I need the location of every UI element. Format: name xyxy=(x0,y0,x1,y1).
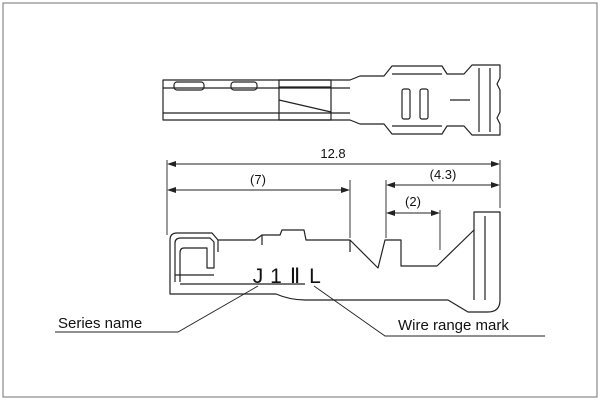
mark-char-2: 1 xyxy=(270,265,282,288)
dim-left: (7) xyxy=(250,172,266,187)
dimension-lines xyxy=(166,160,501,250)
mark-char-4: L xyxy=(309,265,321,288)
side-view xyxy=(169,211,501,313)
top-view xyxy=(162,64,501,136)
dim-inner: (2) xyxy=(405,194,421,209)
dim-right: (4.3) xyxy=(430,167,457,182)
mark-char-1: J xyxy=(253,265,264,288)
marking-characters: J 1 Ⅱ L xyxy=(253,265,321,288)
leader-lines xyxy=(55,285,545,337)
mark-char-3: Ⅱ xyxy=(290,265,300,288)
dim-overall: 12.8 xyxy=(320,146,345,161)
wire-range-mark-callout: Wire range mark xyxy=(398,317,509,334)
dimension-arrows xyxy=(167,161,500,216)
series-name-callout: Series name xyxy=(58,315,142,332)
